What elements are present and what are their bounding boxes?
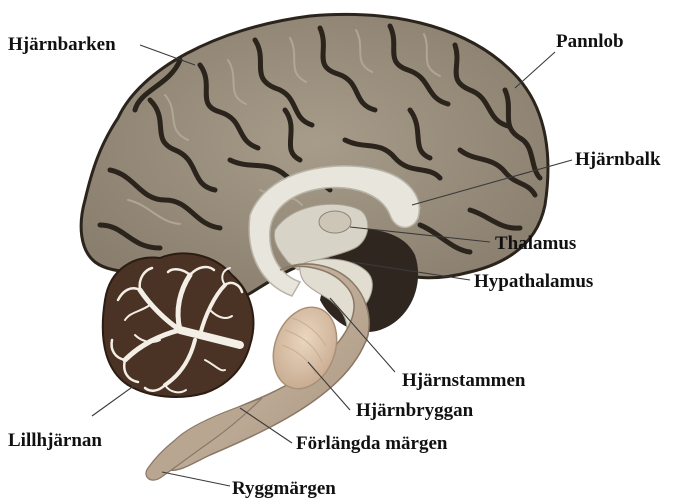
label-frontal-lobe: Pannlob bbox=[556, 31, 624, 52]
label-thalamus: Thalamus bbox=[495, 233, 576, 254]
leader-spinal bbox=[162, 472, 230, 486]
label-spinal-cord: Ryggmärgen bbox=[232, 478, 336, 499]
label-cerebellum: Lillhjärnan bbox=[8, 430, 102, 451]
label-corpus-callosum: Hjärnbalk bbox=[575, 149, 661, 170]
cerebellum bbox=[103, 253, 254, 396]
label-pons: Hjärnbryggan bbox=[356, 400, 474, 421]
label-brainstem: Hjärnstammen bbox=[402, 370, 526, 391]
leader-frontal bbox=[515, 52, 555, 88]
label-hypothalamus: Hypathalamus bbox=[474, 271, 593, 292]
label-cerebral-cortex: Hjärnbarken bbox=[8, 34, 116, 55]
leader-cerebellum bbox=[92, 385, 135, 416]
label-medulla: Förlängda märgen bbox=[296, 433, 448, 454]
